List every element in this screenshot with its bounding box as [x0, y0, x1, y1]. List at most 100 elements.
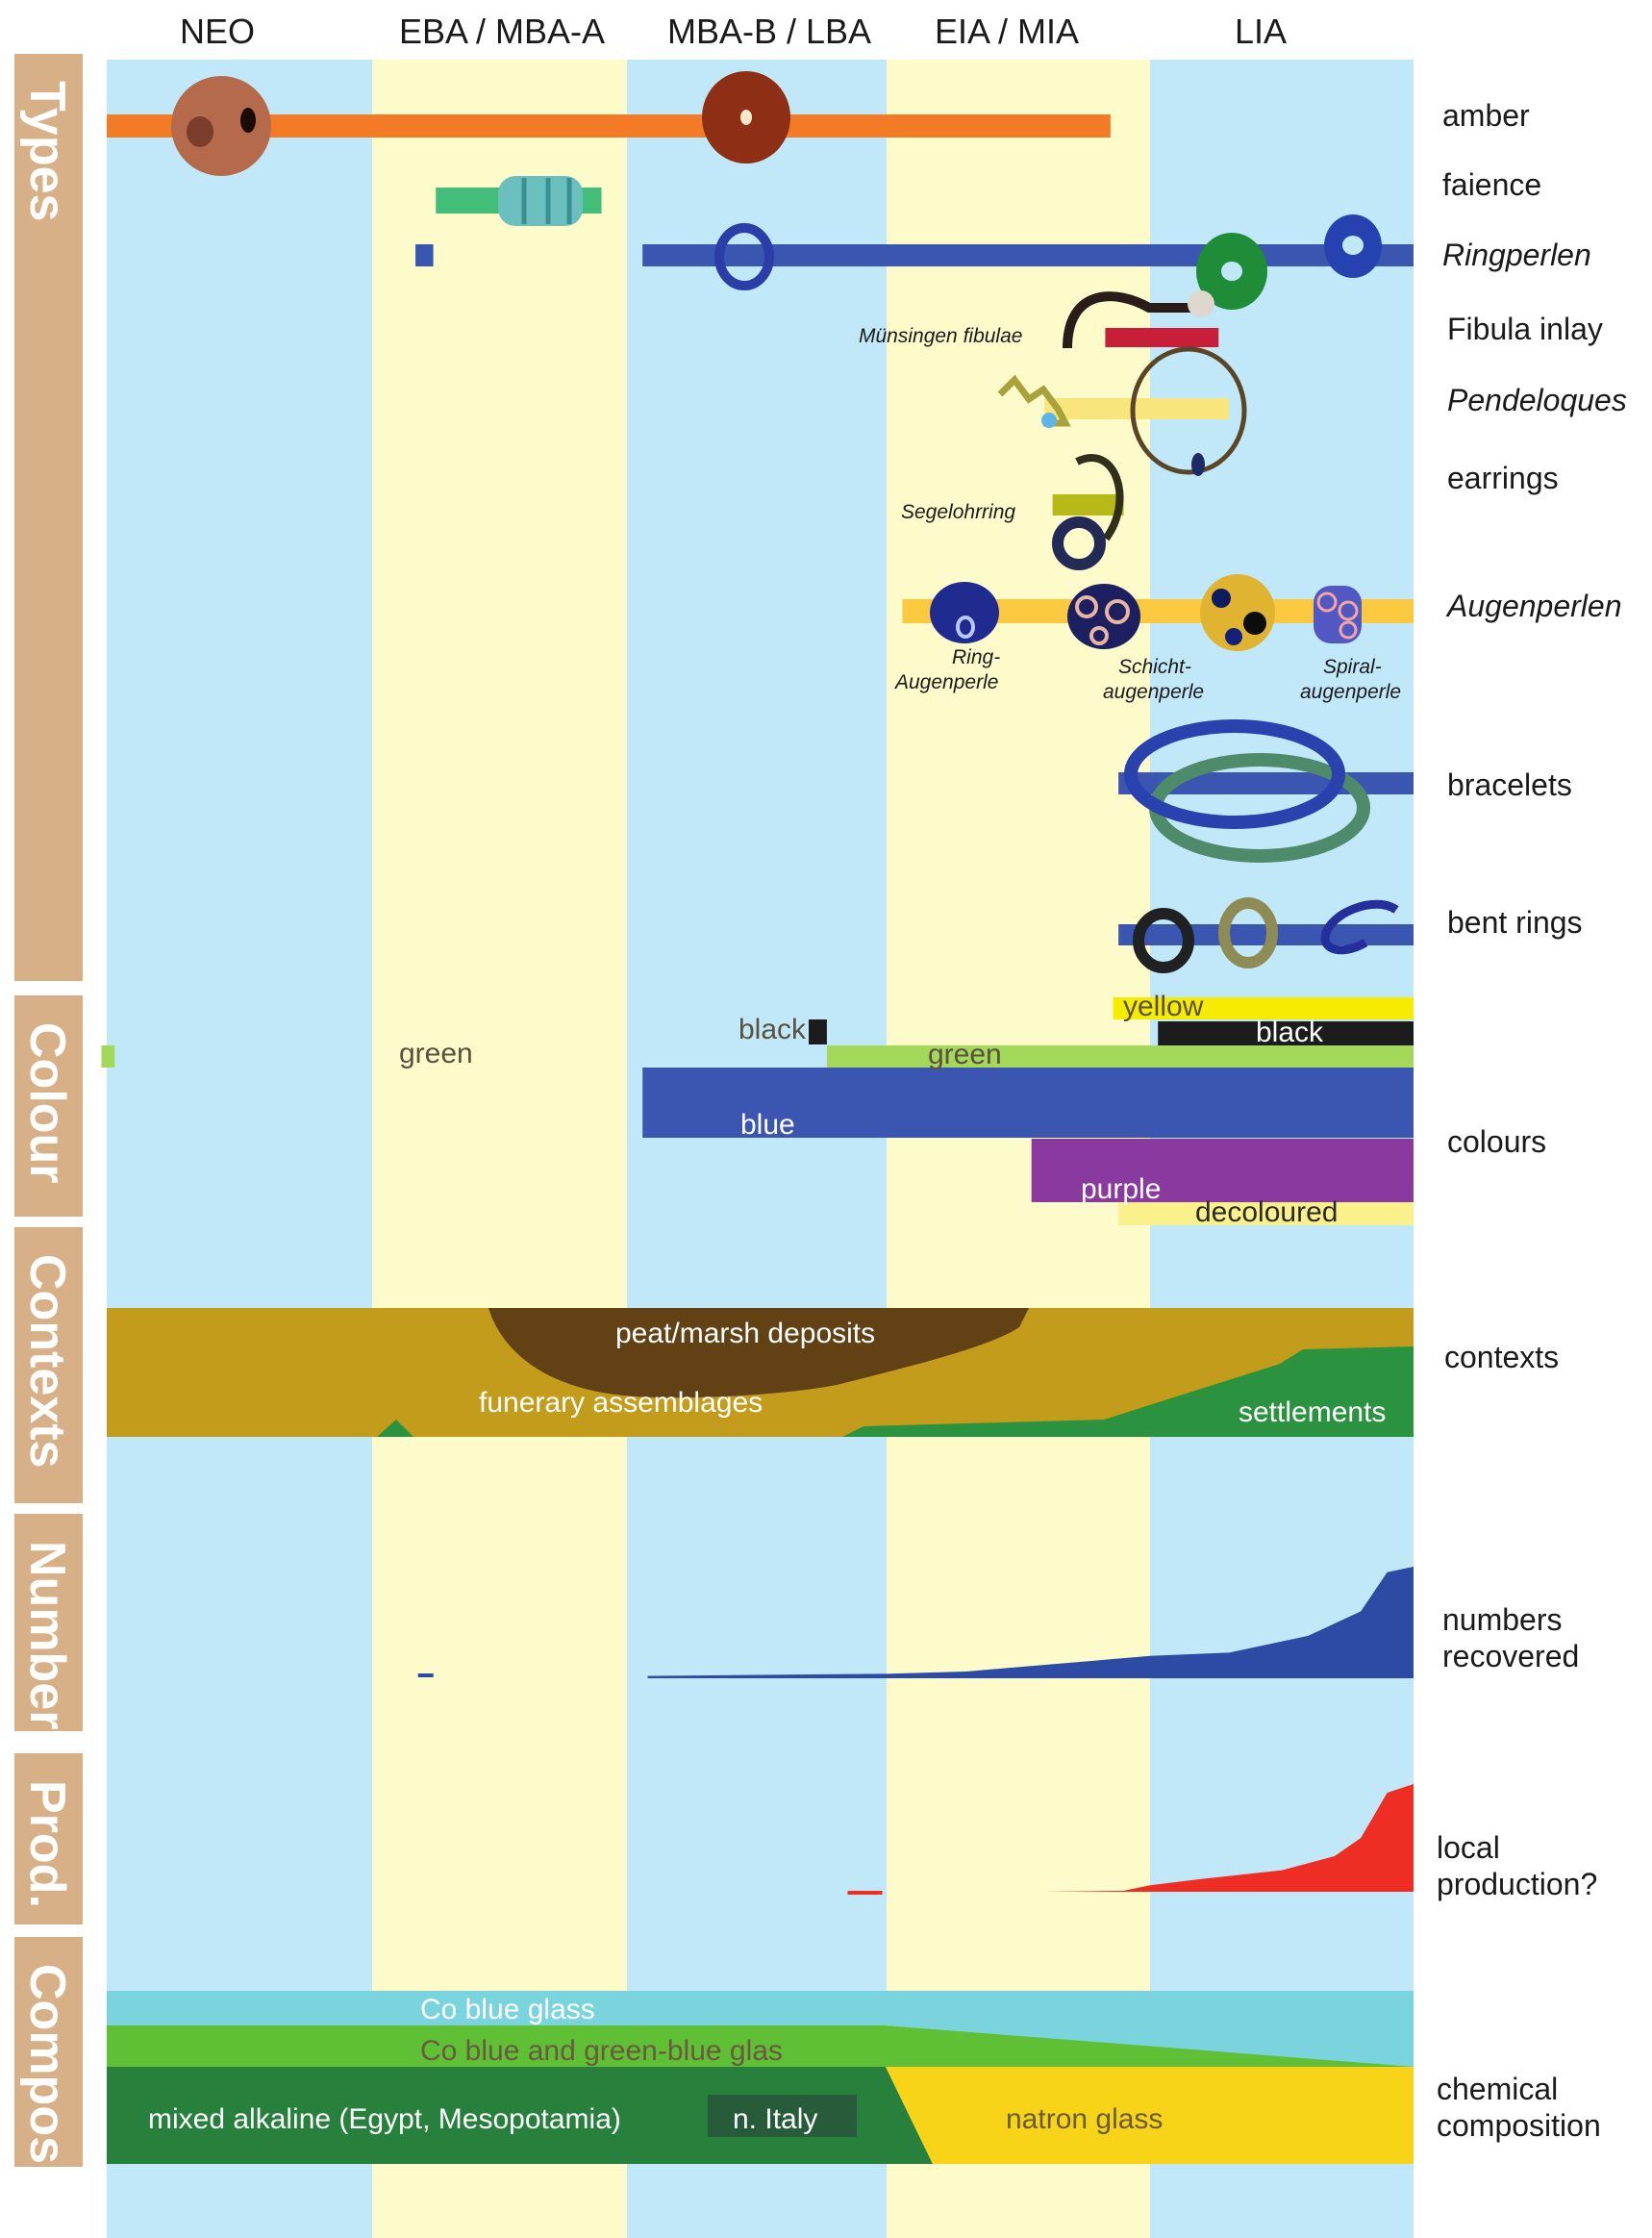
mixed-alkaline-label: mixed alkaline (Egypt, Mesopotamia)	[148, 2103, 621, 2135]
row-label-colours: colours	[1447, 1124, 1546, 1159]
caption-spiral-2: augenperle	[1300, 681, 1401, 703]
period-label-neo: NEO	[180, 12, 255, 51]
augenperle-schicht-icon	[1067, 584, 1140, 649]
section-tab-compos	[14, 1937, 83, 2167]
n-italy-label: n. Italy	[733, 2103, 817, 2135]
row-label-faience: faience	[1442, 167, 1541, 202]
period-label-eba: EBA / MBA-A	[399, 12, 605, 51]
colour-bar-green	[101, 1045, 115, 1068]
fibula-icon	[1063, 290, 1214, 349]
period-column-0	[107, 60, 372, 2238]
numbers-area	[647, 1567, 1414, 1678]
contexts-area: peat/marsh deposits funerary assemblages…	[107, 1308, 1414, 1437]
row-label-bracelets: bracelets	[1447, 767, 1572, 802]
colour-bar-black	[809, 1019, 827, 1044]
section-label: Types	[19, 81, 75, 221]
caption-schicht-2: augenperle	[1103, 681, 1204, 703]
period-label-mbab: MBA-B / LBA	[667, 12, 871, 51]
row-label-pendeloques: Pendeloques	[1447, 383, 1627, 417]
caption-segelohrring: Segelohrring	[901, 501, 1015, 523]
period-label-eia: EIA / MIA	[935, 12, 1079, 51]
section-tab-prod	[14, 1753, 83, 1924]
type-bar-amber	[107, 114, 1111, 138]
type-bar-pendeloques	[1044, 398, 1230, 419]
mixed-alkaline-band	[107, 2067, 933, 2164]
row-label-ringperlen: Ringperlen	[1442, 238, 1591, 272]
section-label: Prod.	[19, 1780, 75, 1908]
row-label-amber: amber	[1442, 98, 1530, 133]
segelohrring-icon	[1052, 454, 1124, 570]
colour-label-decoloured: decoloured	[1195, 1196, 1338, 1228]
row-label-numbers: numbers	[1442, 1602, 1563, 1637]
settlements-area	[377, 1346, 1414, 1437]
period-label-lia: LIA	[1235, 12, 1287, 51]
colour-bar-yellow	[1113, 997, 1414, 1019]
ringperle-blue2-hole	[1342, 236, 1364, 255]
pendeloque-icon	[997, 346, 1247, 476]
amber-bead-neo-hole2	[240, 108, 256, 133]
section-label: Number	[19, 1541, 75, 1729]
colour-bars: green black yellow black green blue purple deco…	[101, 991, 1414, 1228]
colour-label-green: green	[399, 1038, 473, 1069]
faience-bead-icon	[498, 176, 583, 226]
ringperle-blue-icon	[714, 223, 774, 290]
colour-bar-black	[1158, 1021, 1414, 1045]
type-bar-ringperlen-early	[415, 244, 434, 266]
row-label-bent-rings: bent rings	[1447, 905, 1583, 940]
colour-label-purple: purple	[1081, 1173, 1161, 1205]
row-label-chemical: chemical	[1437, 2072, 1558, 2106]
type-bar-ringperlen	[642, 244, 1414, 266]
row-label-recovered: recovered	[1442, 1639, 1579, 1673]
row-label-earrings: earrings	[1447, 461, 1559, 495]
augenperle-ring-icon	[930, 582, 999, 643]
period-headers: NEO EBA / MBA-A MBA-B / LBA EIA / MIA LI…	[180, 12, 1287, 51]
composition-area: Co blue glass Co blue and green-blue gla…	[107, 1991, 1414, 2164]
n-italy-box	[708, 2095, 857, 2137]
bent-rings-icon	[1133, 897, 1399, 973]
colour-label-black: black	[738, 1014, 807, 1045]
co-green-label: Co blue and green-blue glas	[420, 2035, 783, 2067]
funerary-label: funerary assemblages	[479, 1387, 763, 1419]
local-production-chart	[847, 1784, 1414, 1895]
section-tab-number	[14, 1514, 83, 1731]
section-label: Colour	[19, 1022, 75, 1184]
row-label-composition: composition	[1437, 2108, 1601, 2143]
amber-bead-mba-hole	[740, 110, 752, 125]
augenperle-yellow-icon	[1200, 574, 1275, 651]
prod-area	[1044, 1784, 1414, 1892]
row-label-augenperlen: Augenperlen	[1445, 589, 1621, 623]
section-label: Contexts	[19, 1254, 75, 1468]
artifact-captions: Münsingen fibulae Segelohrring Ring- Aug…	[859, 325, 1401, 703]
settlements-label: settlements	[1239, 1396, 1386, 1428]
colour-bar-purple	[1031, 1139, 1414, 1202]
peat-marsh-area	[488, 1308, 1029, 1398]
caption-spiral-1: Spiral-	[1323, 656, 1382, 678]
row-labels: amber faience Ringperlen Fibula inlay Pe…	[1437, 98, 1627, 2143]
natron-label: natron glass	[1006, 2103, 1163, 2135]
colour-label-green: green	[928, 1039, 1002, 1070]
co-blue-label: Co blue glass	[420, 1994, 595, 2025]
ringperle-green-hole	[1221, 262, 1242, 281]
caption-munsingen: Münsingen fibulae	[859, 325, 1022, 347]
numbers-recovered-chart	[417, 1567, 1414, 1678]
amber-bead-neo-hole	[187, 116, 213, 147]
colour-bar-blue	[642, 1068, 1414, 1138]
section-tab-contexts	[14, 1227, 83, 1503]
prod-isolated-mark	[847, 1891, 883, 1895]
colour-label-yellow: yellow	[1123, 991, 1204, 1022]
section-tab-types	[14, 54, 83, 981]
caption-ring-2: Augenperle	[893, 671, 998, 693]
row-label-production: production?	[1437, 1867, 1597, 1901]
amber-bead-neo-icon	[171, 76, 271, 176]
row-label-fibula-inlay: Fibula inlay	[1447, 312, 1603, 346]
section-label: Compos.	[19, 1964, 75, 2177]
period-column-1	[372, 60, 627, 2238]
artifact-illustrations	[171, 71, 1399, 973]
colour-bar-decoloured	[1118, 1202, 1414, 1225]
colour-label-black: black	[1256, 1017, 1324, 1048]
colour-label-blue: blue	[740, 1109, 795, 1141]
caption-schicht-1: Schicht-	[1118, 656, 1191, 678]
type-bar-earrings	[1052, 494, 1124, 515]
co-blue-glass-band	[107, 1991, 1414, 2025]
